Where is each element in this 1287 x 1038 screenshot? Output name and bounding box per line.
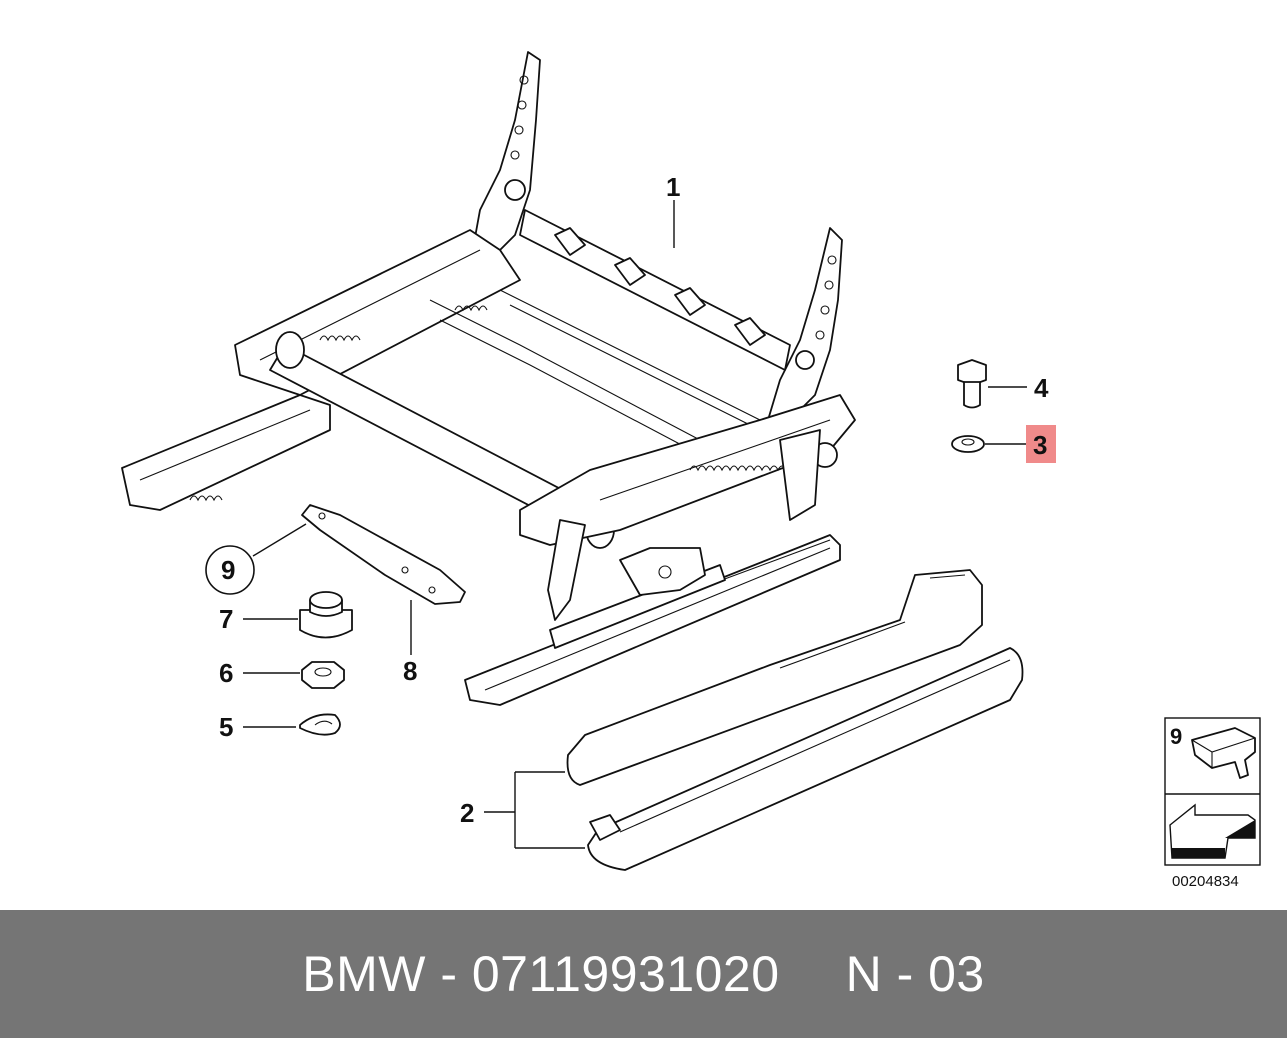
callout-6: 6 (219, 658, 233, 688)
callout-circle (205, 545, 255, 595)
leader-lines (243, 200, 1027, 849)
footer-bar: BMW - 07119931020 N - 03 (0, 910, 1287, 1038)
callout-9: 9 (221, 555, 235, 585)
callout-3: 3 (1033, 430, 1047, 460)
callout-1: 1 (666, 172, 680, 202)
highlight-box (1026, 425, 1056, 463)
washer-drawing (951, 435, 985, 453)
callout-5: 5 (219, 712, 233, 742)
legend-box: 9 (1164, 717, 1261, 866)
cap-drawing (299, 591, 353, 639)
legend-label: 9 (1170, 724, 1182, 749)
reference-number: N - 03 (845, 946, 985, 1002)
parts-diagram: 1 4 3 9 7 6 5 8 2 9 00204834 (121, 51, 1261, 890)
clip-icon (1191, 727, 1256, 779)
callout-7: 7 (219, 604, 233, 634)
part-number: BMW - 07119931020 (302, 946, 780, 1002)
callout-2: 2 (460, 798, 474, 828)
diagram-code: 00204834 (1172, 873, 1239, 890)
nut-drawing (301, 661, 345, 689)
clip-drawing (299, 713, 341, 736)
rail-cover-drawing (566, 569, 1024, 871)
seat-frame-drawing (121, 51, 856, 706)
arrow-icon (1169, 803, 1256, 859)
callout-4: 4 (1034, 373, 1049, 403)
callout-8: 8 (403, 656, 417, 686)
bracket-drawing (301, 504, 466, 605)
bolt-drawing (957, 359, 987, 409)
